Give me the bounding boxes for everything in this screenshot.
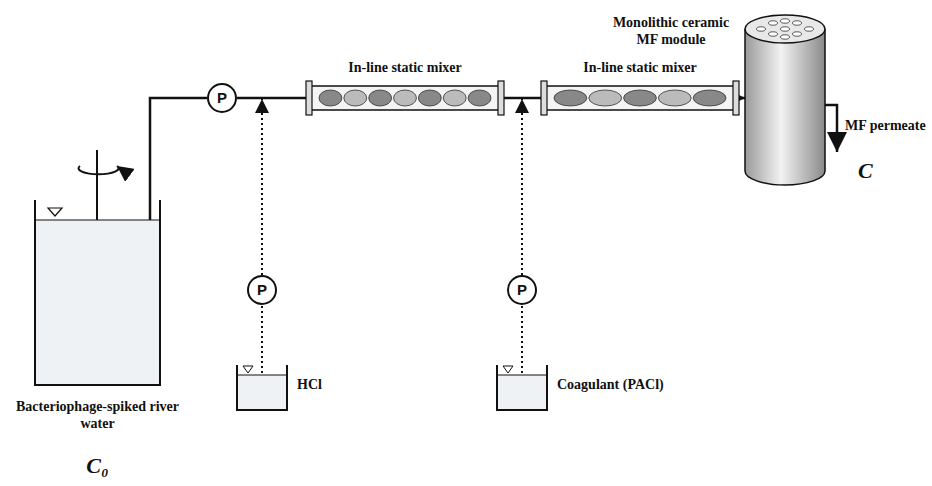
stream-label: MF permeate bbox=[845, 118, 926, 135]
dosing-line bbox=[521, 99, 523, 275]
beaker-outline bbox=[497, 365, 547, 410]
module-outline bbox=[745, 15, 825, 185]
concentration-symbol: C₀ bbox=[86, 453, 108, 479]
tank-shape: Bacteriophage-spiked river waterC₀ bbox=[35, 200, 160, 385]
mixer-shape: In-line static mixer bbox=[545, 86, 735, 110]
component-label: In-line static mixer bbox=[583, 60, 697, 77]
module-shape: Monolithic ceramic MF module bbox=[745, 15, 825, 185]
pump-symbol: P bbox=[247, 275, 277, 305]
component-label: HCl bbox=[297, 377, 322, 394]
pump-label: P bbox=[209, 85, 235, 111]
pump-symbol: P bbox=[507, 275, 537, 305]
pump-symbol: P bbox=[207, 83, 237, 113]
beaker-shape: HCl bbox=[237, 365, 287, 410]
concentration-symbol: C bbox=[858, 158, 873, 184]
component-label: Bacteriophage-spiked river water bbox=[13, 399, 183, 433]
component-label: Coagulant (PACl) bbox=[557, 377, 664, 394]
mixer-shape: In-line static mixer bbox=[310, 86, 500, 110]
pump-label: P bbox=[509, 277, 535, 303]
mixer-outline bbox=[310, 86, 500, 110]
pump-label: P bbox=[249, 277, 275, 303]
tank-outline bbox=[35, 200, 160, 385]
mixer-outline bbox=[545, 86, 735, 110]
component-label: Monolithic ceramic MF module bbox=[611, 15, 731, 49]
component-label: In-line static mixer bbox=[348, 60, 462, 77]
beaker-shape: Coagulant (PACl) bbox=[497, 365, 547, 410]
beaker-outline bbox=[237, 365, 287, 410]
pipe-line bbox=[500, 97, 545, 100]
dosing-line bbox=[261, 99, 263, 275]
pipe-line bbox=[237, 97, 310, 100]
permeate-arrow bbox=[825, 105, 837, 152]
